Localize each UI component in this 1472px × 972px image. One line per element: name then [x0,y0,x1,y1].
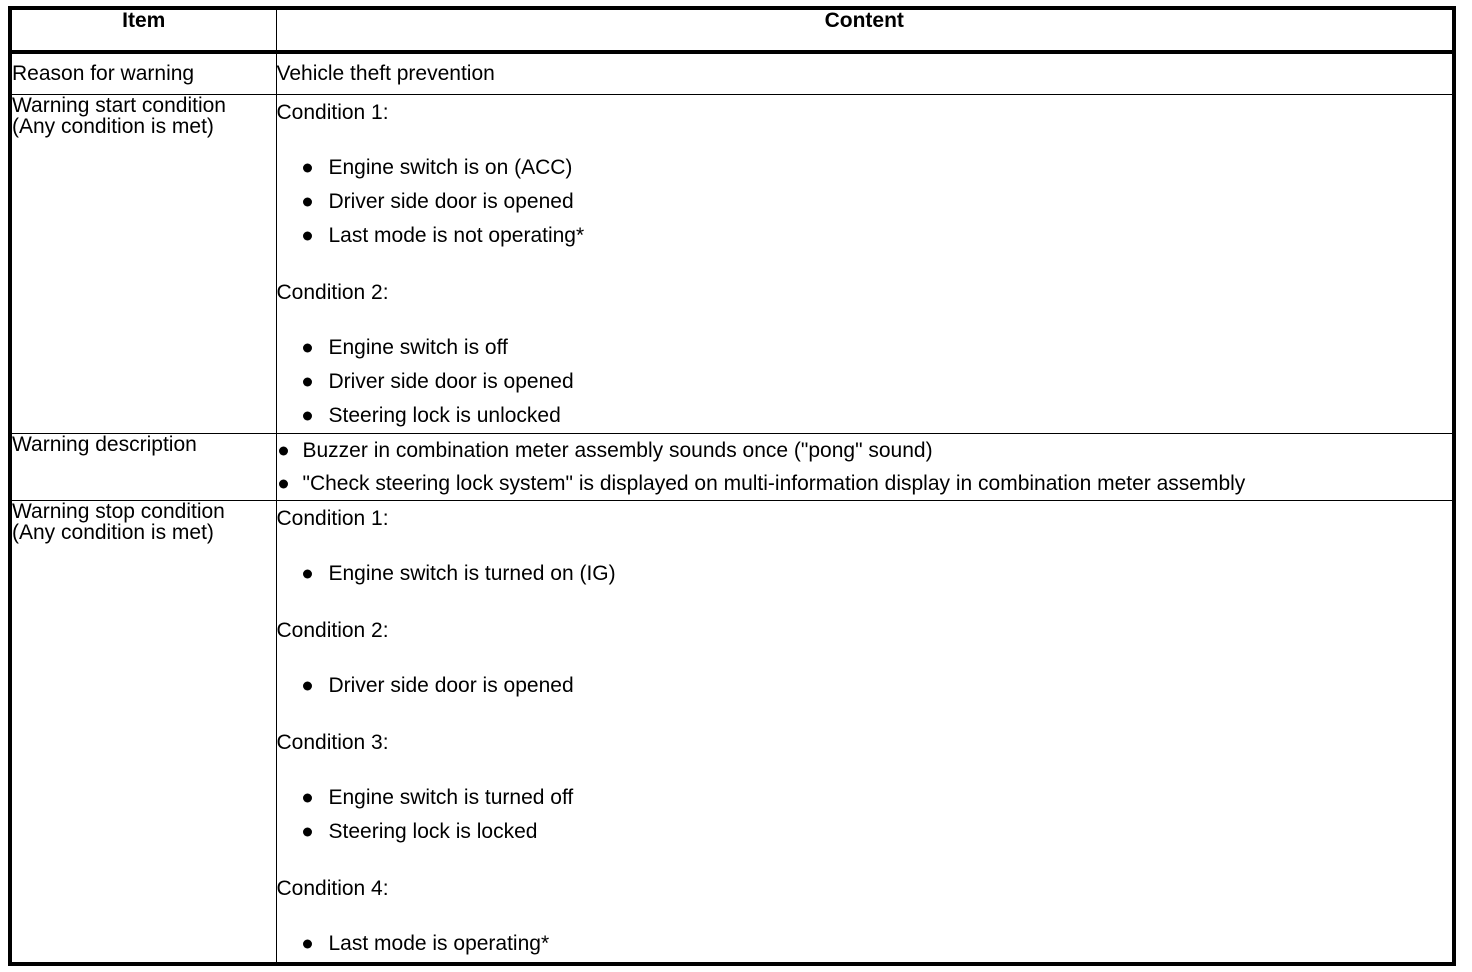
list-item-label: Last mode is operating* [328,932,550,956]
spacer [277,131,1453,151]
row-content-warning-description: Buzzer in combination meter assembly sou… [275,433,1453,502]
column-header-content: Content [275,10,1452,54]
spacer [277,311,1453,331]
list-item: Engine switch is turned off [277,781,1453,815]
table-row-warning-description: Warning description Buzzer in combinatio… [12,433,1453,502]
list-item-label: Engine switch is turned on (IG) [328,562,616,586]
row-label-line-1: Warning stop condition [12,500,225,524]
list-item-label: Steering lock is locked [328,820,538,844]
spacer [277,703,1453,725]
list-item-label: "Check steering lock system" is displaye… [302,472,1246,496]
bullet-icon [302,411,312,420]
bullet-icon [278,446,288,456]
list-item: Steering lock is unlocked [277,399,1453,433]
bullet-icon [302,197,312,206]
list-item: Steering lock is locked [277,815,1453,849]
condition-heading: Condition 2: [276,619,389,643]
row-content-reason-for-warning: Vehicle theft prevention [275,52,1452,95]
condition-heading: Condition 1: [276,507,389,531]
list-item: "Check steering lock system" is displaye… [277,467,1453,500]
spacer [277,537,1453,557]
condition-heading: Condition 1: [276,100,389,124]
list-item: Engine switch is turned on (IG) [277,557,1453,591]
table-header: Item Content [12,10,1452,54]
warning-spec-table: Item Content Reason for warning Vehicle … [12,10,1452,962]
bullet-icon [302,827,312,837]
list-item-label: Buzzer in combination meter assembly sou… [302,439,933,463]
row-label-reason-for-warning: Reason for warning [12,52,277,95]
list-item: Driver side door is opened [277,365,1453,399]
bullet-icon [302,569,312,579]
row-content-warning-start-condition: Condition 1: Engine switch is on (ACC) D… [275,93,1453,435]
list-item-label: Last mode is not operating* [328,223,585,247]
bullet-icon [302,681,312,691]
list-item: Last mode is not operating* [277,219,1453,253]
condition-bullet-list: Driver side door is opened [277,669,1453,703]
list-item-label: Engine switch is on (ACC) [328,155,573,179]
condition-bullet-list: Engine switch is turned off Steering loc… [277,781,1453,849]
row-content-warning-stop-condition: Condition 1: Engine switch is turned on … [275,500,1453,962]
table-row-warning-stop-condition: Warning stop condition (Any condition is… [12,500,1453,962]
row-label-line-2: (Any condition is met) [12,521,214,545]
condition-bullet-list: Last mode is operating* [277,927,1453,961]
condition-heading: Condition 2: [276,280,389,304]
row-label-warning-description: Warning description [12,433,277,502]
list-item-label: Driver side door is opened [328,674,574,698]
condition-bullet-list: Engine switch is turned on (IG) [277,557,1453,591]
bullet-icon [302,793,312,803]
table-header-row: Item Content [12,10,1452,54]
row-label-warning-start-condition: Warning start condition (Any condition i… [12,93,277,435]
bullet-icon [302,343,312,352]
list-item: Buzzer in combination meter assembly sou… [277,434,1453,467]
row-label-line-1: Warning start condition [12,93,226,117]
spacer [277,649,1453,669]
condition-bullet-list: Engine switch is on (ACC) Driver side do… [277,151,1453,253]
list-item: Driver side door is opened [277,185,1453,219]
spacer [277,253,1453,275]
condition-heading: Condition 4: [276,877,389,901]
list-item-label: Driver side door is opened [328,369,574,393]
list-item-label: Driver side door is opened [328,189,574,213]
warning-spec-table-container: Item Content Reason for warning Vehicle … [8,6,1456,966]
list-item: Driver side door is opened [277,669,1453,703]
bullet-icon [278,479,288,489]
bullet-icon [302,163,312,172]
bullet-icon [302,377,312,386]
list-item-label: Engine switch is turned off [328,786,574,810]
condition-bullet-list: Engine switch is off Driver side door is… [277,331,1453,433]
table-row-reason-for-warning: Reason for warning Vehicle theft prevent… [12,52,1452,95]
list-item: Engine switch is off [277,331,1453,365]
table-row-warning-start-condition: Warning start condition (Any condition i… [12,93,1453,435]
spacer [277,849,1453,871]
list-item: Last mode is operating* [277,927,1453,961]
description-bullet-list: Buzzer in combination meter assembly sou… [277,434,1453,500]
list-item: Engine switch is on (ACC) [277,151,1453,185]
row-label-line-2: (Any condition is met) [12,114,214,138]
spacer [277,907,1453,927]
row-label-warning-stop-condition: Warning stop condition (Any condition is… [12,500,277,962]
table-body: Reason for warning Vehicle theft prevent… [12,52,1452,962]
column-header-item: Item [12,10,277,54]
spacer [277,761,1453,781]
bullet-icon [302,231,312,240]
spacer [277,591,1453,613]
bullet-icon [302,939,312,949]
list-item-label: Engine switch is off [328,335,508,359]
list-item-label: Steering lock is unlocked [328,403,561,427]
condition-heading: Condition 3: [276,731,389,755]
